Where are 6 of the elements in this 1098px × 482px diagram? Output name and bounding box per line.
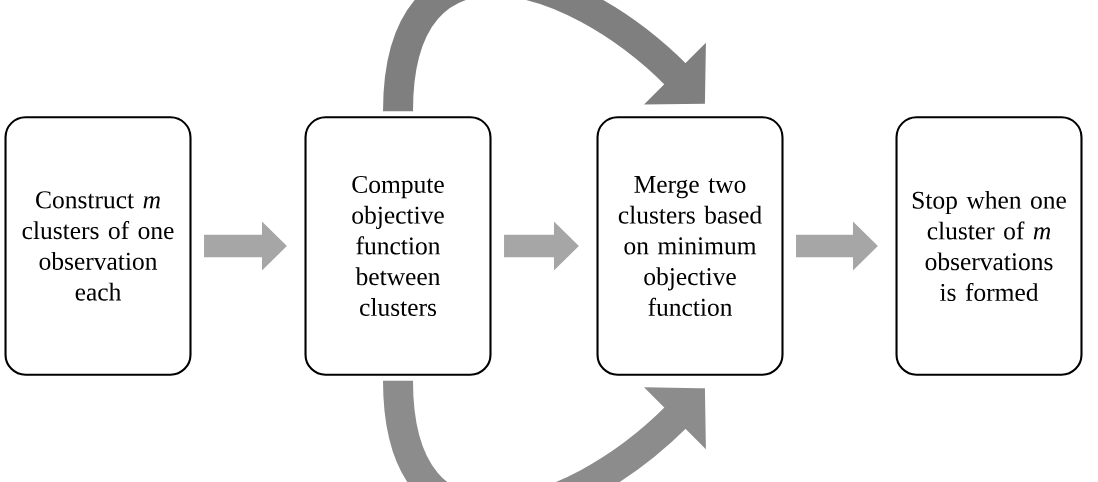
- process-box: Compute objective function between clusters: [304, 116, 492, 376]
- curved-arrow: [383, 379, 706, 482]
- process-box: Stop when one cluster of m observations is formed: [895, 116, 1083, 376]
- curved-arrow: [383, 0, 706, 113]
- process-box: Construct m clusters of one observation each: [4, 116, 192, 376]
- process-box: Merge two clusters based on minimum objective function: [596, 116, 784, 376]
